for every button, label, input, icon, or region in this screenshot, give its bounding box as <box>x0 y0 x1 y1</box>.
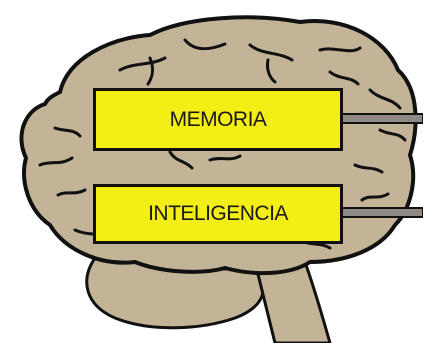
memoria-label-box: MEMORIA <box>93 88 343 151</box>
connector-memoria <box>340 114 423 123</box>
connector-inteligencia <box>340 208 423 217</box>
memoria-label: MEMORIA <box>170 108 267 132</box>
inteligencia-label-box: INTELIGENCIA <box>93 184 343 244</box>
inteligencia-label: INTELIGENCIA <box>148 202 288 226</box>
